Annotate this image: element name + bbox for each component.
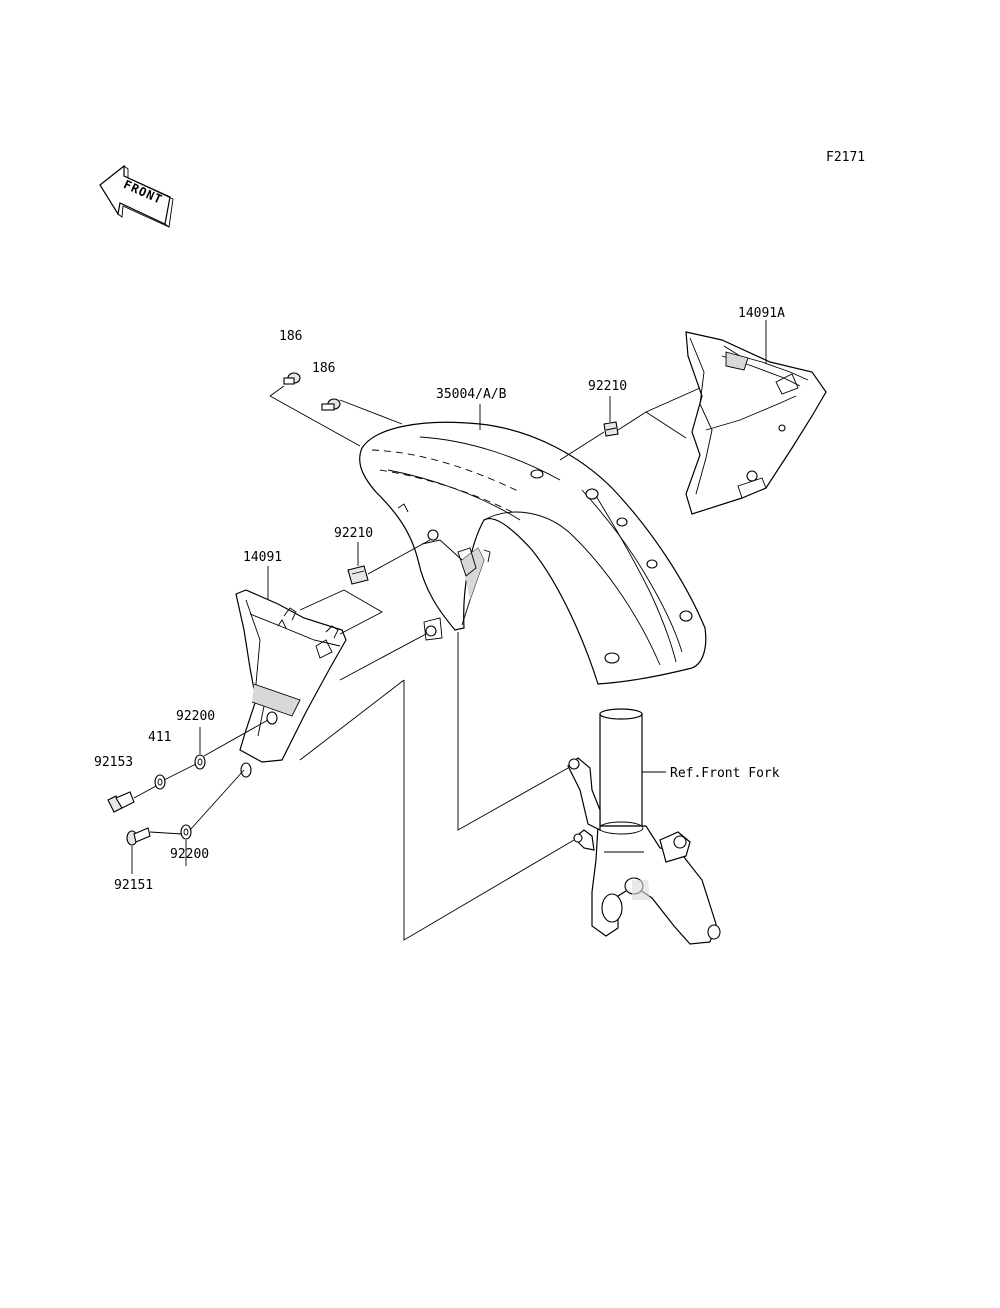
bolt-92153: [107, 791, 135, 813]
label-411: 411: [148, 730, 171, 745]
label-92153: 92153: [94, 755, 133, 770]
front-fender: [359, 421, 707, 685]
label-ref-front-fork: Ref.Front Fork: [670, 766, 780, 781]
label-92200-top: 92200: [176, 709, 215, 724]
label-92210-right: 92210: [588, 379, 627, 394]
figure-code: F2171: [826, 150, 865, 165]
clip-92210-left: [347, 565, 369, 585]
front-direction-arrow: FRONT: [99, 164, 174, 228]
cover-14091: [235, 589, 347, 778]
label-14091: 14091: [243, 550, 282, 565]
label-92200-bottom: 92200: [170, 847, 209, 862]
part-labels: 186 186 35004/A/B 92210 14091A 92210 140…: [94, 306, 785, 893]
bolt-92151: [126, 827, 151, 846]
label-92210-left: 92210: [334, 526, 373, 541]
label-186-b: 186: [312, 361, 335, 376]
washer-411: [154, 774, 166, 790]
label-35004: 35004/A/B: [436, 387, 507, 402]
assembly-lines: [131, 320, 767, 941]
washer-92200-bottom: [180, 824, 192, 840]
label-92151: 92151: [114, 878, 153, 893]
label-14091A: 14091A: [738, 306, 785, 321]
front-fork-reference: [567, 708, 721, 945]
clip-92210-right: [603, 421, 619, 437]
cover-14091A: [685, 331, 827, 515]
label-186-a: 186: [279, 329, 302, 344]
washer-92200-top: [194, 754, 206, 770]
bolt-186-b: [321, 398, 341, 411]
bolt-186-a: [283, 372, 301, 385]
